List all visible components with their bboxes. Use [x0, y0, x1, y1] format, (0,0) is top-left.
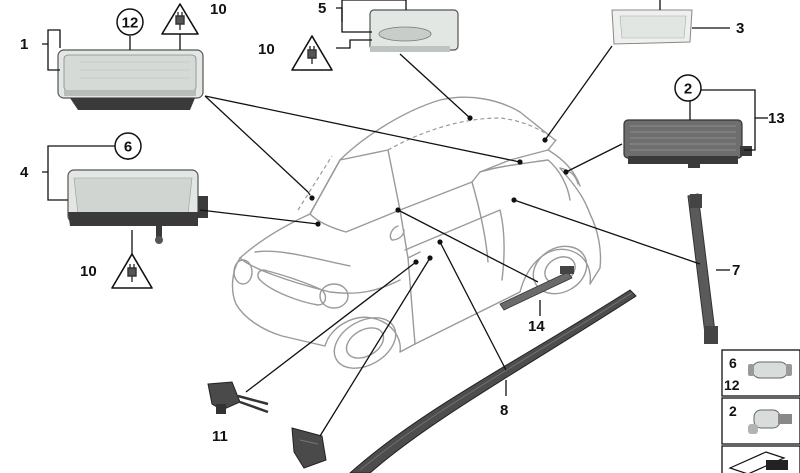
light-strip-14 [499, 266, 574, 311]
luggage-lamp [623, 119, 752, 168]
label-5: 5 [318, 0, 326, 17]
location-dots [309, 115, 569, 265]
label-10-low: 10 [80, 263, 97, 280]
label-11: 11 [212, 428, 228, 445]
legend-2: 2 [729, 403, 737, 419]
car-outline [231, 96, 602, 369]
door-lamp-bottom [291, 427, 327, 469]
bulb-legend: 6 12 2 [721, 349, 800, 473]
circle-label-2: 2 [674, 74, 702, 102]
door-lamp-11 [207, 381, 269, 414]
svg-text:12: 12 [122, 15, 139, 32]
light-strip-8 [349, 289, 637, 473]
svg-text:2: 2 [684, 81, 692, 98]
warning-plug-icon [161, 3, 199, 35]
front-interior-lamp [57, 49, 204, 110]
legend-12: 12 [724, 377, 740, 393]
label-14: 14 [528, 318, 545, 335]
circle-label-12: 12 [116, 8, 144, 36]
bulb-icon [748, 361, 792, 379]
label-1: 1 [20, 36, 28, 53]
label-4: 4 [20, 164, 29, 181]
warning-plug-icon [291, 35, 333, 71]
circle-label-6: 6 [114, 132, 142, 160]
label-10-mid: 10 [258, 41, 275, 58]
light-strip-7 [687, 193, 718, 344]
label-13: 13 [768, 110, 785, 127]
rear-lamp-5 [369, 9, 459, 52]
label-7: 7 [732, 262, 740, 279]
warning-plug-icon [111, 253, 153, 289]
lamp-3 [611, 9, 693, 45]
label-3: 3 [736, 20, 744, 37]
label-10-top: 10 [210, 1, 227, 18]
bulb-icon [748, 409, 792, 434]
legend-6: 6 [729, 355, 737, 371]
svg-text:6: 6 [124, 139, 132, 156]
glovebox-lamp [67, 169, 208, 244]
callout-lines [42, 0, 768, 437]
label-8: 8 [500, 402, 508, 419]
